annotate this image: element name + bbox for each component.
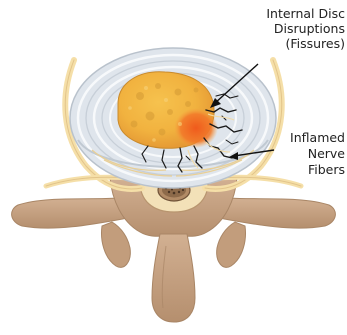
fissures-label-line-1: Internal Disc — [266, 6, 345, 21]
nerve-label-line-3: Fibers — [308, 162, 345, 177]
fissures-label-line-2: Disruptions — [274, 21, 345, 36]
nerve-label-line-2: Nerve — [308, 146, 345, 161]
nerve-label-line-1: Inflamed — [290, 130, 345, 145]
fissures-label-line-3: (Fissures) — [285, 36, 345, 51]
